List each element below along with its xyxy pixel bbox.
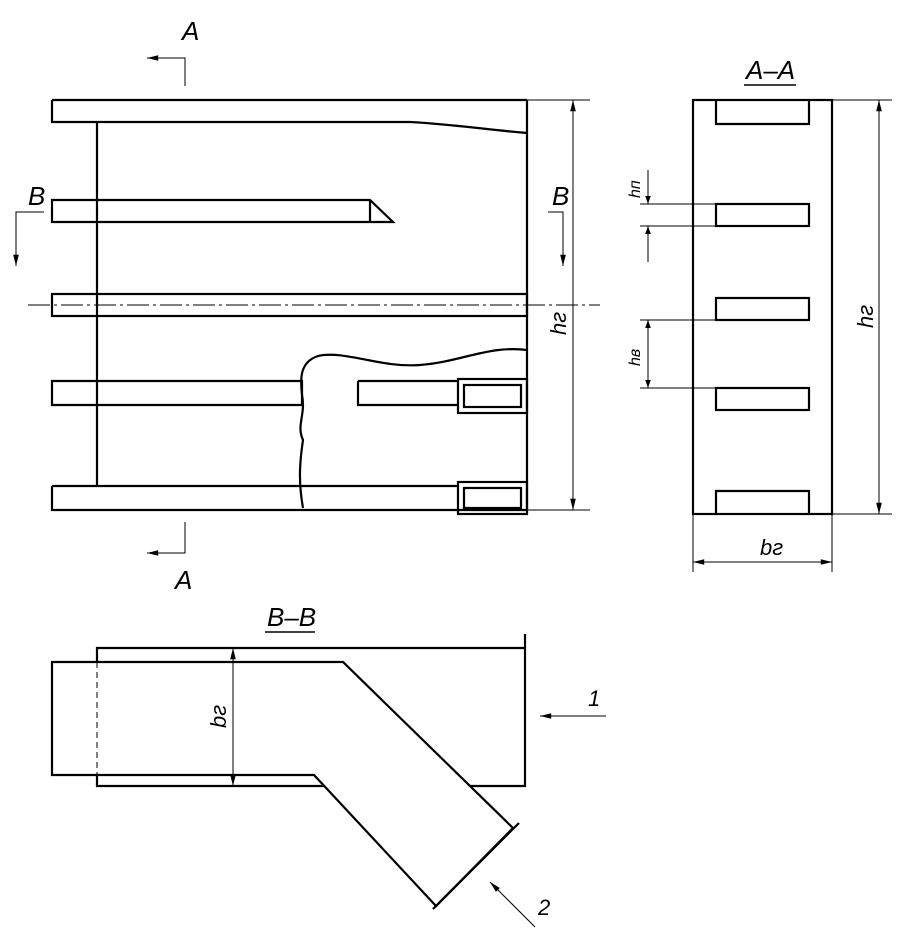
hp-label: hп [627, 180, 644, 198]
flow-2-arrow [489, 881, 536, 928]
lower-plate-right [356, 379, 458, 407]
b-b-channel-outlet [432, 822, 520, 910]
a-a-outline [691, 98, 834, 516]
flow-2-label: 2 [537, 895, 550, 920]
b-b-width-label: bг [206, 705, 231, 728]
section-b-right-arrow [548, 211, 566, 266]
section-b-b: B–B bг 1 2 [50, 602, 606, 928]
a-a-slot-2 [714, 202, 811, 228]
section-b-right-label: B [552, 181, 569, 211]
front-view: A A B B hг [13, 16, 600, 595]
bottom-duct-inner [462, 486, 523, 510]
lower-duct-inner [462, 383, 523, 409]
lower-plate-left [50, 379, 304, 407]
section-a-a: A–A hп hв hг bг [627, 55, 892, 572]
a-a-height-label: hг [853, 305, 878, 328]
a-a-slot-3 [714, 296, 811, 322]
bottom-duct-outer [456, 480, 529, 516]
section-b-left-arrow [13, 211, 44, 266]
a-a-width-label: bг [760, 535, 783, 560]
section-b-b-title: B–B [267, 602, 316, 632]
section-a-a-title: A–A [744, 55, 795, 85]
dim-height-front-label: hг [546, 312, 571, 335]
section-a-bottom-arrow [147, 522, 186, 556]
a-a-slot-5 [714, 489, 811, 514]
upper-short-plate [50, 198, 396, 224]
a-a-slot-4 [714, 386, 811, 412]
lower-duct-outer [456, 377, 529, 415]
flow-1-label: 1 [588, 686, 600, 711]
a-a-slot-1 [714, 100, 811, 126]
section-a-top-arrow [147, 55, 186, 86]
bottom-plate [50, 484, 527, 512]
b-b-channel [50, 660, 515, 908]
top-plate [50, 98, 528, 135]
section-b-left-label: B [28, 181, 45, 211]
break-line [298, 348, 528, 509]
section-a-bottom-label: A [173, 565, 192, 595]
middle-plate [50, 292, 529, 318]
section-a-top-label: A [180, 16, 199, 46]
hv-label: hв [627, 349, 644, 366]
